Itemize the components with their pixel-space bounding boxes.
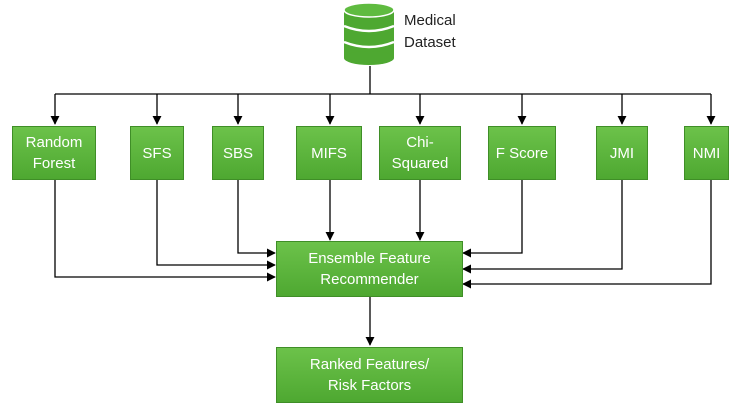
method-jmi: JMI	[596, 126, 648, 180]
output-label: Ranked Features/ Risk Factors	[309, 356, 430, 394]
method-label: Chi- Squared	[391, 134, 449, 172]
method-chi-squared: Chi- Squared	[379, 126, 461, 180]
method-label: SFS	[142, 144, 172, 162]
method-mifs: MIFS	[296, 126, 362, 180]
arrow-random-forest-to-recommender	[54, 180, 276, 282]
arrow-nmi-to-recommender	[462, 180, 712, 289]
recommender-label: Ensemble Feature Recommender	[308, 250, 431, 288]
method-label: JMI	[609, 144, 635, 162]
method-sfs: SFS	[130, 126, 184, 180]
database-icon	[343, 2, 395, 65]
method-label: SBS	[222, 144, 253, 162]
arrow-f-score-to-recommender	[462, 180, 523, 258]
method-label: F Score	[495, 144, 549, 162]
ranked-features-box: Ranked Features/ Risk Factors	[276, 347, 463, 403]
ensemble-recommender-box: Ensemble Feature Recommender	[276, 241, 463, 297]
method-random-forest: Random Forest	[12, 126, 96, 180]
method-label: MIFS	[311, 144, 347, 162]
method-label: NMI	[692, 144, 721, 162]
dataset-label: Medical Dataset	[404, 12, 456, 51]
method-sbs: SBS	[212, 126, 264, 180]
method-f-score: F Score	[488, 126, 556, 180]
method-nmi: NMI	[684, 126, 729, 180]
arrow-sfs-to-recommender	[156, 180, 276, 270]
method-label: Random Forest	[25, 134, 83, 172]
arrow-jmi-to-recommender	[462, 180, 623, 274]
arrow-sbs-to-recommender	[237, 180, 276, 258]
